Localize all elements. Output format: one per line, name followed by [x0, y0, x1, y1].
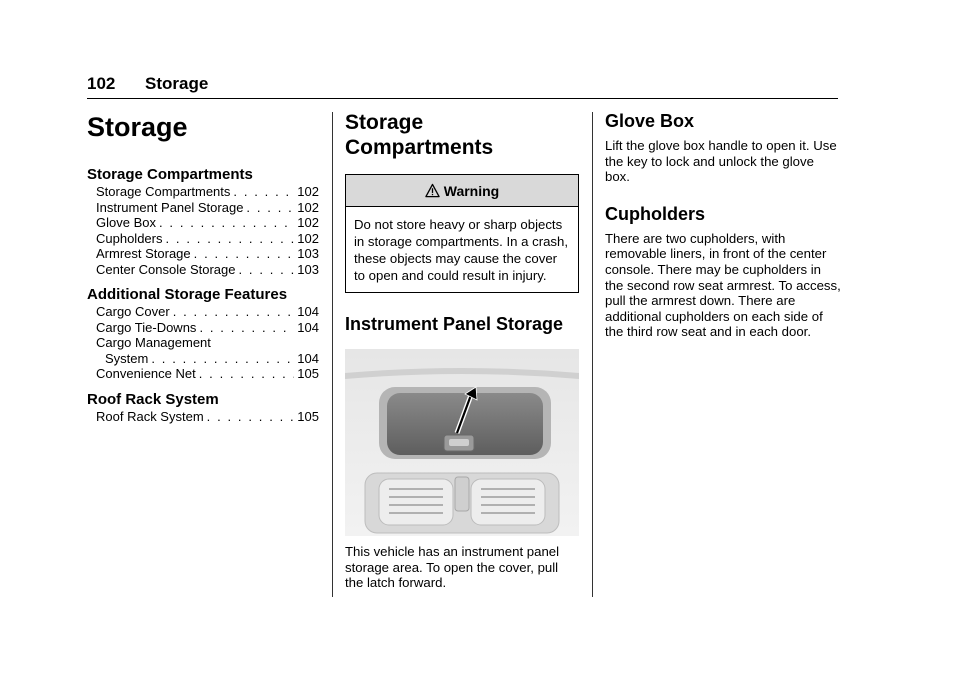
toc-entry-page: 103: [297, 246, 319, 261]
toc-group-title: Additional Storage Features: [87, 286, 288, 303]
toc-entry-label: Storage Compartments: [96, 184, 231, 199]
warning-label: Warning: [443, 182, 500, 199]
toc-entry-label: Armrest Storage: [96, 246, 191, 261]
toc-entry-label: Cupholders: [96, 230, 163, 246]
dot-leader: [173, 304, 295, 320]
toc-entry[interactable]: Convenience Net 105: [87, 366, 319, 382]
right-column: Glove Box Lift the glove box handle to o…: [605, 110, 841, 340]
dot-leader: [233, 184, 294, 200]
toc-entry[interactable]: Storage Compartments 102: [87, 184, 319, 200]
dot-leader: [207, 409, 295, 425]
toc-entry-label: System: [105, 350, 149, 366]
toc-entry-label: Cargo Cover: [96, 304, 170, 319]
toc-entry[interactable]: Armrest Storage 103: [87, 246, 319, 262]
instrument-panel-storage-illustration: [345, 349, 579, 536]
toc-entry-page: 103: [297, 261, 319, 277]
toc-entry[interactable]: Center Console Storage 103: [87, 262, 319, 278]
dot-leader: [199, 366, 295, 382]
toc-group: Roof Rack System Roof Rack System 105: [87, 391, 319, 425]
dot-leader: [151, 351, 294, 367]
toc-entry-label: Instrument Panel Storage: [96, 199, 244, 215]
section-title-line: Storage: [345, 111, 424, 134]
toc-entry[interactable]: System 104: [87, 351, 319, 367]
header-section-title: Storage: [145, 74, 209, 93]
toc-entry-page: 102: [297, 184, 319, 199]
toc-entry[interactable]: Cargo Tie-Downs 104: [87, 320, 319, 336]
toc-entry-page: 102: [297, 230, 319, 246]
toc-entry-label: Roof Rack System: [96, 408, 204, 424]
dot-leader: [159, 215, 294, 231]
toc-entry-label: Center Console Storage: [96, 261, 236, 277]
toc-entry-label: Cargo Tie-Downs: [96, 319, 197, 335]
toc-entry-page: 104: [297, 304, 319, 319]
middle-column: Storage Compartments Warning Do not stor…: [345, 110, 579, 591]
dot-leader: [238, 262, 294, 278]
toc-entry-page: 105: [297, 408, 319, 424]
dot-leader: [166, 231, 295, 247]
cupholders-title: Cupholders: [605, 203, 706, 224]
instrument-panel-text: This vehicle has an instrument panel sto…: [345, 544, 560, 591]
toc-group-title: Storage Compartments: [87, 166, 253, 183]
toc-entry-label: Convenience Net: [96, 366, 196, 381]
section-title: Storage Compartments: [345, 110, 579, 160]
page-number: 102: [87, 74, 116, 93]
toc-entry-page: 105: [297, 366, 319, 381]
cupholders-text: There are two cupholders, with removable…: [605, 230, 841, 340]
instrument-panel-title: Instrument Panel Storage: [345, 314, 564, 334]
glove-box-title: Glove Box: [605, 111, 695, 131]
warning-header: Warning: [346, 175, 578, 207]
toc-entry[interactable]: Instrument Panel Storage 102: [87, 200, 319, 216]
toc-group-title: Roof Rack System: [87, 390, 219, 408]
column-divider: [592, 112, 593, 597]
toc-entry[interactable]: Cargo Cover 104: [87, 304, 319, 320]
dot-leader: [199, 320, 294, 336]
toc-group: Storage Compartments Storage Compartment…: [87, 166, 319, 277]
toc-entry[interactable]: Roof Rack System 105: [87, 409, 319, 425]
toc-entry-page: 104: [297, 350, 319, 366]
column-divider: [332, 112, 333, 597]
dot-leader: [194, 246, 295, 262]
toc-entry-page: 104: [297, 319, 319, 335]
toc-group: Additional Storage Features Cargo Cover 1…: [87, 286, 319, 382]
warning-box: Warning Do not store heavy or sharp obje…: [345, 174, 579, 293]
toc-entry-label: Glove Box: [96, 215, 156, 230]
warning-text: Do not store heavy or sharp objects in s…: [354, 217, 569, 283]
warning-triangle-icon: [425, 183, 440, 198]
section-title-line: Compartments: [345, 136, 494, 159]
toc-entry[interactable]: Cupholders 102: [87, 231, 319, 247]
dot-leader: [246, 200, 294, 216]
glove-box-text: Lift the glove box handle to open it. Us…: [605, 138, 837, 185]
page-header: 102 Storage: [87, 72, 838, 99]
toc-entry-page: 102: [297, 199, 319, 215]
toc-title: Storage: [87, 112, 188, 142]
toc-entry[interactable]: Glove Box 102: [87, 215, 319, 231]
toc-entry-label[interactable]: Cargo Management: [96, 335, 211, 350]
toc-entry-page: 102: [297, 215, 319, 230]
table-of-contents: Storage Storage Compartments Storage Com…: [87, 112, 319, 424]
